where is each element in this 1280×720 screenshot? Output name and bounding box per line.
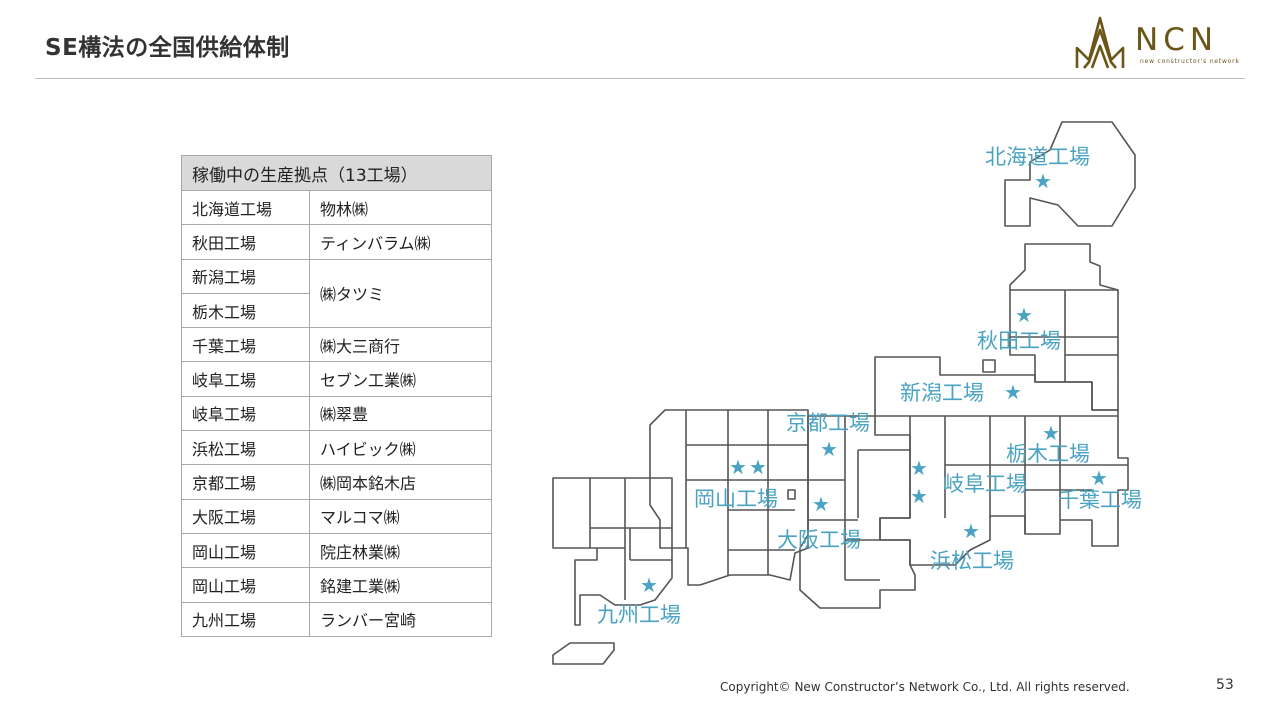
company-name: ランバー宮崎 xyxy=(309,601,492,637)
logo-tagline: new constructor's network xyxy=(1140,58,1240,65)
factory-table: 稼働中の生産拠点（13工場） 北海道工場 物林㈱ 秋田工場 ティンバラム㈱ 新潟… xyxy=(181,155,492,637)
factory-name: 北海道工場 xyxy=(181,189,310,226)
chugoku-shape xyxy=(649,409,809,586)
factory-name: 栃木工場 xyxy=(181,292,310,329)
company-name: セブン工業㈱ xyxy=(309,361,492,397)
label-kyushu: 九州工場 xyxy=(597,603,681,627)
company-name: ㈱翠豊 xyxy=(309,395,492,432)
factory-name: 千葉工場 xyxy=(181,327,310,363)
star-akita: ★ xyxy=(1015,303,1033,327)
factory-name: 岡山工場 xyxy=(181,532,310,569)
factory-name: 大阪工場 xyxy=(181,498,310,534)
company-name: マルコマ㈱ xyxy=(309,498,492,534)
star-kyoto: ★ xyxy=(820,437,838,461)
table-row: 大阪工場 マルコマ㈱ xyxy=(181,498,492,534)
label-hamamatsu: 浜松工場 xyxy=(930,549,1014,573)
copyright-text: Copyright© New Constructor’s Network Co.… xyxy=(720,680,1130,694)
label-hokkaido: 北海道工場 xyxy=(985,145,1090,169)
page-title: SE構法の全国供給体制 xyxy=(45,35,290,61)
star-hamamatsu: ★ xyxy=(962,519,980,543)
hokkaido-shape xyxy=(1004,121,1136,227)
factory-name: 岐阜工場 xyxy=(181,361,310,397)
label-niigata: 新潟工場 xyxy=(900,381,984,405)
star-gifu-2: ★ xyxy=(910,484,928,508)
star-tochigi: ★ xyxy=(1042,421,1060,445)
logo-wordmark: NCN xyxy=(1135,22,1219,58)
factory-name: 九州工場 xyxy=(181,601,310,637)
star-chiba: ★ xyxy=(1090,466,1108,490)
star-okayama-1: ★ xyxy=(729,455,747,479)
factory-name: 秋田工場 xyxy=(181,224,310,260)
company-name: ㈱大三商行 xyxy=(309,327,492,363)
star-hokkaido: ★ xyxy=(1034,169,1052,193)
factory-name: 岡山工場 xyxy=(181,567,310,603)
star-okayama-2: ★ xyxy=(749,455,767,479)
company-name: 院庄林業㈱ xyxy=(309,532,492,569)
kyushu-shape xyxy=(552,477,673,626)
factory-name: 岐阜工場 xyxy=(181,395,310,432)
factory-stars: ★ ★ ★ ★ ★ ★ ★ ★ ★ ★ ★ ★ ★ xyxy=(640,169,1108,597)
table-row: 岡山工場 銘建工業㈱ xyxy=(181,567,492,603)
company-name: ㈱岡本銘木店 xyxy=(309,464,492,500)
star-kyushu: ★ xyxy=(640,573,658,597)
table-row: 新潟工場 ㈱タツミ xyxy=(181,258,492,329)
company-name: 物林㈱ xyxy=(309,189,492,226)
factory-labels: 北海道工場 秋田工場 新潟工場 京都工場 栃木工場 岡山工場 岐阜工場 千葉工場… xyxy=(597,145,1142,627)
okinawa-shape xyxy=(552,642,615,665)
label-osaka: 大阪工場 xyxy=(777,528,861,552)
label-kyoto: 京都工場 xyxy=(786,411,870,435)
label-okayama: 岡山工場 xyxy=(694,487,778,511)
sado-island xyxy=(982,359,996,373)
table-row: 岡山工場 院庄林業㈱ xyxy=(181,532,492,569)
table-row: 北海道工場 物林㈱ xyxy=(181,189,492,226)
label-chiba: 千葉工場 xyxy=(1058,488,1142,512)
label-gifu: 岐阜工場 xyxy=(943,472,1027,496)
title-divider xyxy=(35,78,1245,79)
table-row: 岐阜工場 セブン工業㈱ xyxy=(181,361,492,397)
table-row: 秋田工場 ティンバラム㈱ xyxy=(181,224,492,260)
ncn-logo-icon xyxy=(1075,16,1125,69)
table-row: 浜松工場 ハイビック㈱ xyxy=(181,430,492,466)
table-row: 岐阜工場 ㈱翠豊 xyxy=(181,395,492,432)
factory-name: 新潟工場 xyxy=(181,258,310,294)
star-osaka: ★ xyxy=(812,492,830,516)
kinki-shape xyxy=(799,415,916,609)
label-tochigi: 栃木工場 xyxy=(1006,442,1090,466)
star-gifu-1: ★ xyxy=(910,456,928,480)
label-akita: 秋田工場 xyxy=(977,329,1061,353)
table-row: 栃木工場 xyxy=(181,292,492,329)
table-row: 千葉工場 ㈱大三商行 xyxy=(181,327,492,363)
page-number: 53 xyxy=(1216,677,1234,693)
star-niigata: ★ xyxy=(1004,380,1022,404)
tohoku-shape xyxy=(1009,243,1119,411)
table-row: 九州工場 ランバー宮崎 xyxy=(181,601,492,637)
company-name: ティンバラム㈱ xyxy=(309,224,492,260)
company-name: ハイビック㈱ xyxy=(309,430,492,466)
